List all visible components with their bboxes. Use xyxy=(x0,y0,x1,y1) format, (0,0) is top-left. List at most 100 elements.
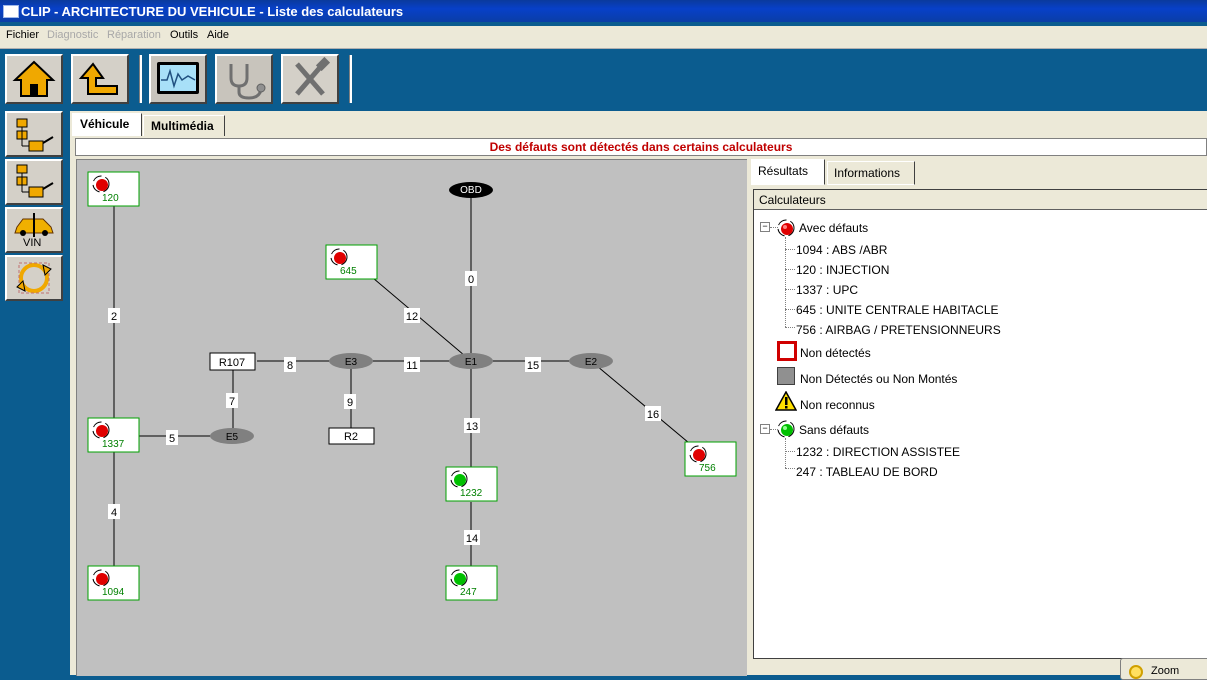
tree-line xyxy=(785,309,795,310)
box-r2[interactable] xyxy=(328,427,375,445)
tree-header: Calculateurs xyxy=(754,190,1207,210)
ecu-status-ring xyxy=(92,175,110,193)
home-icon xyxy=(12,60,56,97)
back-icon xyxy=(78,62,118,95)
menu-fichier[interactable]: Fichier xyxy=(6,29,40,41)
tree-item-ok[interactable]: 1232 : DIRECTION ASSISTEE xyxy=(796,445,961,459)
tree-item-defaut[interactable]: 1094 : ABS /ABR xyxy=(796,243,888,257)
tree-item-defaut[interactable]: 645 : UNITE CENTRALE HABITACLE xyxy=(796,303,999,317)
ecu-node-label: 756 xyxy=(699,463,716,474)
box-r107[interactable] xyxy=(209,352,256,371)
ecu-node-label: 645 xyxy=(340,266,357,277)
stethoscope-icon xyxy=(229,64,266,100)
home-button[interactable] xyxy=(5,54,63,104)
tree-line xyxy=(770,429,778,430)
warning-icon xyxy=(775,391,797,411)
collapse-avec-defauts[interactable]: − xyxy=(760,222,770,232)
bus-e5[interactable] xyxy=(210,428,254,444)
tree-item-defaut[interactable]: 756 : AIRBAG / PRETENSIONNEURS xyxy=(796,323,1001,337)
red-status-icon xyxy=(96,425,108,437)
bus-obd[interactable] xyxy=(449,182,493,198)
not-detected-icon xyxy=(777,341,797,361)
tree-line xyxy=(770,227,778,228)
title-bar: CLIP - ARCHITECTURE DU VEHICULE - Liste … xyxy=(0,0,1207,22)
ecu-tree-icon xyxy=(16,118,54,152)
red-status-icon xyxy=(777,219,795,237)
link-label-13: 13 xyxy=(466,421,478,433)
tree-line xyxy=(785,249,795,250)
ecu-node-label: 247 xyxy=(460,587,477,598)
tab-resultats[interactable]: Résultats xyxy=(751,159,825,185)
menu-aide[interactable]: Aide xyxy=(207,29,230,41)
tree-line xyxy=(785,289,795,290)
tab-multimedia[interactable]: Multimédia xyxy=(143,115,225,136)
ecu-list-icon xyxy=(16,164,54,198)
toolbar-separator-2 xyxy=(349,55,352,103)
back-button[interactable] xyxy=(71,54,129,104)
box-r107-label: R107 xyxy=(219,357,245,369)
tree-item-defaut[interactable]: 120 : INJECTION xyxy=(796,263,890,277)
ecu-status-ring xyxy=(92,569,110,587)
tree-item-ok[interactable]: 247 : TABLEAU DE BORD xyxy=(796,465,938,479)
bus-e1[interactable] xyxy=(449,353,493,369)
ecu-tree-button[interactable] xyxy=(5,111,63,157)
group-sans-defauts[interactable]: Sans défauts xyxy=(799,423,870,437)
vin-button[interactable]: VIN xyxy=(5,207,63,253)
window-icon[interactable] xyxy=(3,5,19,18)
monitor-button[interactable] xyxy=(149,54,207,104)
ecu-node-label: 1337 xyxy=(102,439,125,450)
ecu-status-ring xyxy=(450,470,468,488)
ecu-status-ring xyxy=(330,248,348,266)
vin-label: VIN xyxy=(23,237,42,249)
link-label-2: 2 xyxy=(111,311,117,323)
tree-line xyxy=(785,451,795,452)
group-non-detectes[interactable]: Non détectés xyxy=(800,346,871,360)
menu-diagnostic[interactable]: Diagnostic xyxy=(47,29,99,41)
toolbar xyxy=(0,49,1207,111)
monitor-icon xyxy=(157,62,199,94)
car-icon xyxy=(14,213,54,237)
tree-line xyxy=(785,237,786,327)
not-mounted-icon xyxy=(777,367,795,385)
tree-line xyxy=(785,327,795,328)
tree-item-defaut[interactable]: 1337 : UPC xyxy=(796,283,859,297)
link-label-0: 0 xyxy=(468,274,474,286)
bus-e3[interactable] xyxy=(329,353,373,369)
ecu-list-button[interactable] xyxy=(5,159,63,205)
ecu-node-label: 1094 xyxy=(102,587,125,598)
link-label-4: 4 xyxy=(111,507,117,519)
link-label-11: 11 xyxy=(406,360,417,372)
collapse-sans-defauts[interactable]: − xyxy=(760,424,770,434)
zoom-button[interactable]: Zoom xyxy=(1120,658,1207,680)
results-pane: Résultats Informations Calculateurs − Av… xyxy=(748,159,1207,675)
menu-outils[interactable]: Outils xyxy=(170,29,199,41)
group-non-montes[interactable]: Non Détectés ou Non Montés xyxy=(800,372,958,386)
group-avec-defauts[interactable]: Avec défauts xyxy=(799,221,869,235)
network-diagram: 0 2 4 5 7 8 9 11 12 13 14 15 16 OBD E1 E… xyxy=(76,159,747,676)
tree-line xyxy=(785,468,795,469)
refresh-button[interactable] xyxy=(5,255,63,301)
tools-button[interactable] xyxy=(281,54,339,104)
green-status-icon xyxy=(777,420,795,438)
bus-e2-label: E2 xyxy=(585,357,598,368)
menu-reparation[interactable]: Réparation xyxy=(107,29,161,41)
tab-vehicule[interactable]: Véhicule xyxy=(72,113,142,136)
window-title: CLIP - ARCHITECTURE DU VEHICULE - Liste … xyxy=(21,4,404,19)
ecu-tree: Calculateurs − Avec défauts 1094 : ABS /… xyxy=(753,189,1207,659)
link-16 xyxy=(590,360,696,449)
cycle-arrows-icon xyxy=(16,262,52,294)
bus-e5-label: E5 xyxy=(226,432,239,443)
link-12 xyxy=(372,277,472,362)
bus-e2[interactable] xyxy=(569,353,613,369)
ecu-status-ring xyxy=(450,569,468,587)
link-label-16: 16 xyxy=(647,409,659,421)
red-status-icon xyxy=(693,449,705,461)
status-banner: Des défauts sont détectés dans certains … xyxy=(75,138,1207,156)
tree-line xyxy=(785,269,795,270)
group-non-reconnus[interactable]: Non reconnus xyxy=(800,398,875,412)
link-label-14: 14 xyxy=(466,533,478,545)
ecu-status-ring xyxy=(689,445,707,463)
stethoscope-button[interactable] xyxy=(215,54,273,104)
box-r2-label: R2 xyxy=(344,431,358,443)
tab-informations[interactable]: Informations xyxy=(827,161,915,185)
